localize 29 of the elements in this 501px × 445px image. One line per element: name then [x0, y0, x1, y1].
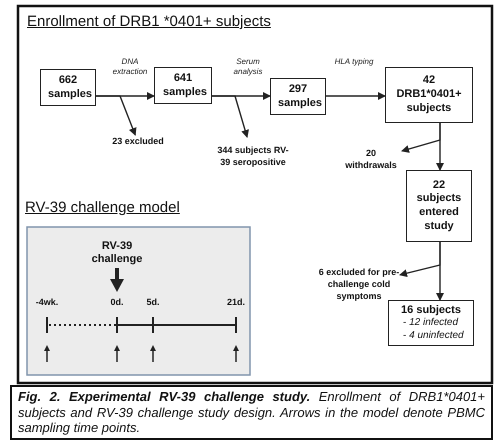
- note-text: 23 excluded: [100, 135, 176, 149]
- annotation-text: RV-39 challenge: [90, 240, 144, 266]
- arrow: [399, 242, 441, 278]
- box-text: - 4 uninfected: [402, 330, 464, 342]
- box-text: 22 subjects entered study: [416, 178, 462, 234]
- process-box: [40, 69, 96, 106]
- note-text: 20 withdrawals: [340, 146, 402, 174]
- tick-label: 0d.: [109, 297, 124, 307]
- arrow: [401, 123, 441, 153]
- tick-label: 21d.: [226, 297, 246, 307]
- edge-label: HLA typing: [334, 57, 374, 67]
- box-text: 16 subjects: [401, 304, 461, 318]
- arrow: [326, 92, 386, 100]
- arrow: [96, 95, 136, 136]
- section-heading: RV-39 challenge model: [25, 199, 181, 216]
- process-box: [388, 300, 474, 346]
- box-text: 42 DRB1*0401+ subjects: [395, 74, 463, 116]
- process-box: [154, 67, 212, 104]
- box-text: - 12 infected: [402, 317, 458, 330]
- tick-label: -4wk.: [34, 297, 60, 307]
- process-box: [270, 78, 326, 115]
- section-heading: Enrollment of DRB1 *0401+ subjects: [27, 13, 271, 30]
- process-box: [385, 67, 473, 123]
- note-text: 6 excluded for pre-challenge cold symptoms: [318, 268, 400, 302]
- caption: Fig. 2. Experimental RV-39 challenge study. Enrollment of DRB1*0401+ subjects and RV-39 challenge study design. Arrows in the model denote PBMC sampling time points.: [10, 385, 493, 440]
- process-box: [406, 170, 472, 242]
- note-text: 344 subjects RV-39 seropositive: [214, 137, 292, 177]
- tick-label: 5d.: [145, 297, 160, 307]
- arrow: [212, 95, 249, 138]
